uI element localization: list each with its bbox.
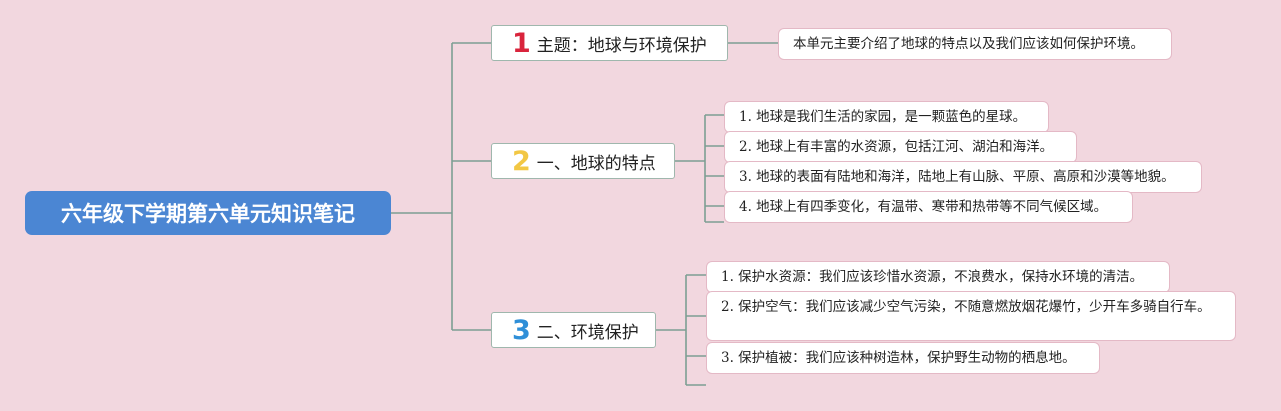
- protection-item-3-text: 3. 保护植被：我们应该种树造林，保护野生动物的栖息地。: [721, 350, 1076, 366]
- number-1-badge: 1: [512, 27, 531, 59]
- earth-feature-3[interactable]: 3. 地球的表面有陆地和海洋，陆地上有山脉、平原、高原和沙漠等地貌。: [724, 161, 1202, 193]
- root-node[interactable]: 六年级下学期第六单元知识笔记: [25, 191, 391, 235]
- protection-item-2[interactable]: 2. 保护空气：我们应该减少空气污染，不随意燃放烟花爆竹，少开车多骑自行车。: [706, 291, 1236, 341]
- branch-theme-label: 主题：地球与环境保护: [536, 35, 707, 56]
- protection-item-2-text: 2. 保护空气：我们应该减少空气污染，不随意燃放烟花爆竹，少开车多骑自行车。: [721, 299, 1211, 315]
- branch-earth-features[interactable]: 2 一、地球的特点: [491, 143, 675, 179]
- protection-item-3[interactable]: 3. 保护植被：我们应该种树造林，保护野生动物的栖息地。: [706, 342, 1100, 374]
- earth-feature-1-text: 1. 地球是我们生活的家园，是一颗蓝色的星球。: [739, 109, 1027, 125]
- protection-item-1[interactable]: 1. 保护水资源：我们应该珍惜水资源，不浪费水，保持水环境的清洁。: [706, 261, 1170, 293]
- earth-feature-3-text: 3. 地球的表面有陆地和海洋，陆地上有山脉、平原、高原和沙漠等地貌。: [739, 169, 1175, 185]
- protection-item-1-text: 1. 保护水资源：我们应该珍惜水资源，不浪费水，保持水环境的清洁。: [721, 269, 1144, 285]
- earth-feature-2[interactable]: 2. 地球上有丰富的水资源，包括江河、湖泊和海洋。: [724, 131, 1077, 163]
- branch-environment-protection[interactable]: 3 二、环境保护: [491, 312, 656, 348]
- earth-feature-4[interactable]: 4. 地球上有四季变化，有温带、寒带和热带等不同气候区域。: [724, 191, 1133, 223]
- earth-feature-1[interactable]: 1. 地球是我们生活的家园，是一颗蓝色的星球。: [724, 101, 1049, 133]
- number-3-badge: 3: [512, 314, 531, 346]
- theme-summary[interactable]: 本单元主要介绍了地球的特点以及我们应该如何保护环境。: [778, 28, 1172, 60]
- branch-earth-features-label: 一、地球的特点: [536, 153, 656, 174]
- earth-feature-4-text: 4. 地球上有四季变化，有温带、寒带和热带等不同气候区域。: [739, 199, 1108, 215]
- branch-theme[interactable]: 1 主题：地球与环境保护: [491, 25, 728, 61]
- theme-summary-text: 本单元主要介绍了地球的特点以及我们应该如何保护环境。: [793, 36, 1144, 52]
- branch-environment-protection-label: 二、环境保护: [536, 322, 639, 343]
- earth-feature-2-text: 2. 地球上有丰富的水资源，包括江河、湖泊和海洋。: [739, 139, 1054, 155]
- root-title: 六年级下学期第六单元知识笔记: [61, 202, 355, 226]
- number-2-badge: 2: [512, 145, 531, 177]
